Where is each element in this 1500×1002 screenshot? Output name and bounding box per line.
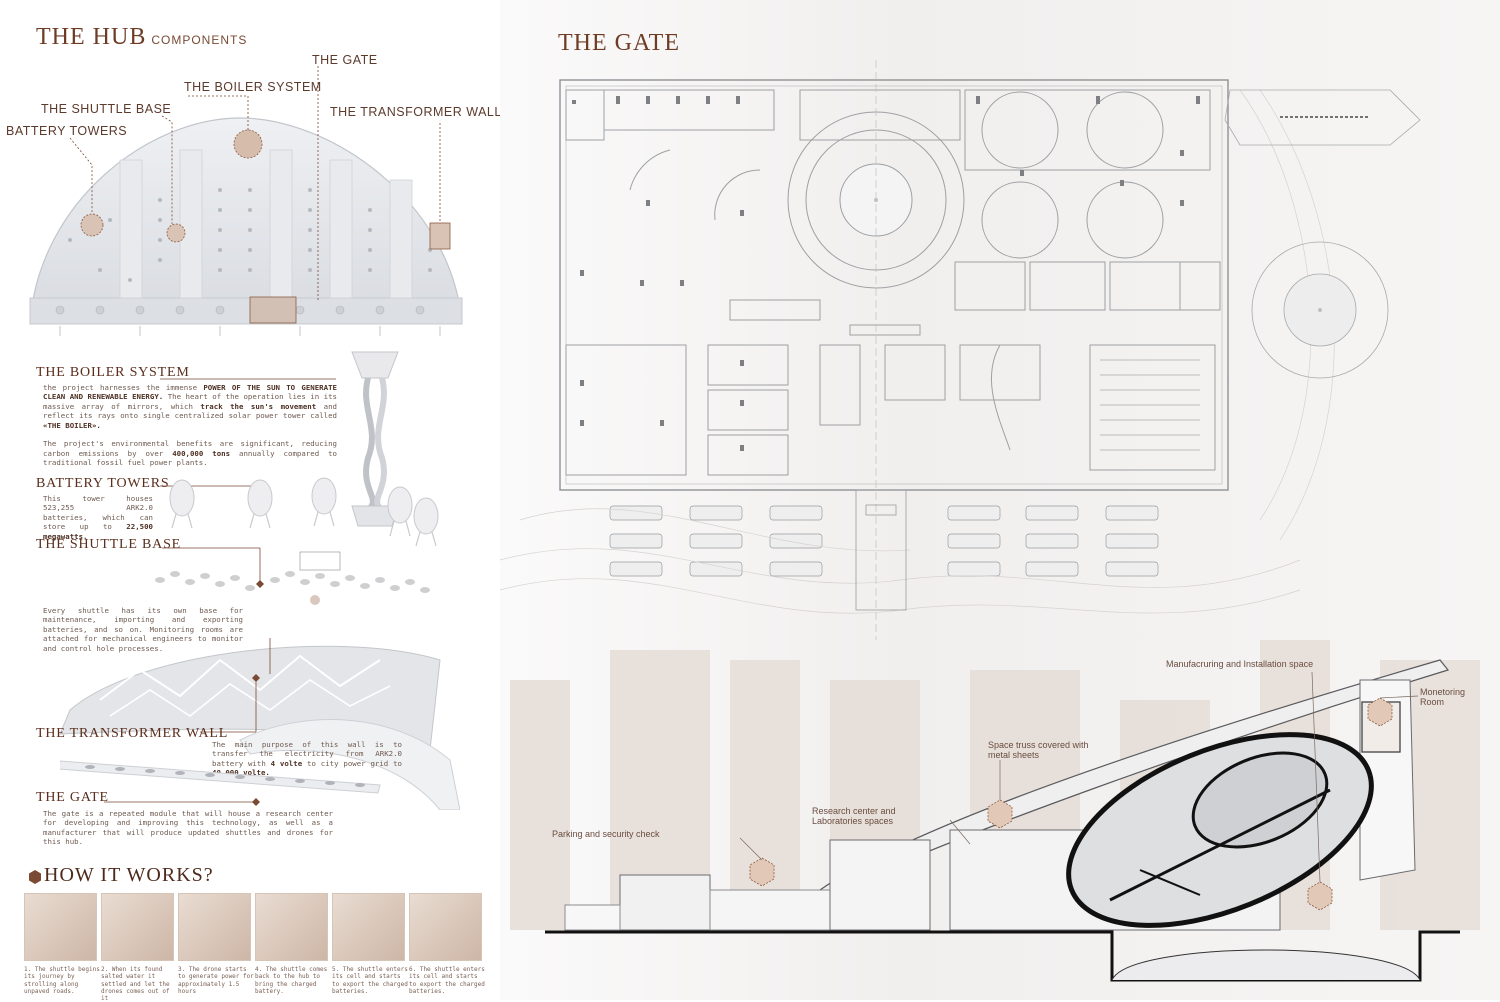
hub-dome-illustration <box>29 66 463 336</box>
shuttle-paragraph: Every shuttle has its own base for maint… <box>43 606 243 653</box>
boiler-p2c: annually compared to traditional fossil … <box>43 448 337 468</box>
label-transformer-wall: THE TRANSFORMER WALL <box>330 105 502 119</box>
boiler-p2b: 400,000 tons <box>172 448 231 458</box>
transformer-text-b: 4 volte <box>270 758 303 768</box>
boiler-p1d: track the sun's movement <box>200 401 317 411</box>
step-caption-6: 6. The shuttle enters its cell and start… <box>409 966 485 995</box>
step-caption-2: 2. When its found salted water it settle… <box>101 966 170 1002</box>
step-thumb-4 <box>255 893 328 961</box>
battery-text-a: This tower houses 523,255 ARK2.0 batteri… <box>43 494 153 532</box>
step-caption-3: 3. The drone starts to generate power fo… <box>178 966 254 995</box>
callout-truss: Space truss covered with metal sheets <box>988 740 1089 760</box>
hub-panel: THE HUB COMPONENTS <box>0 0 502 1002</box>
step-thumb-3 <box>178 893 251 961</box>
hexagon-bullet-icon <box>29 870 41 884</box>
label-shuttle-base: THE SHUTTLE BASE <box>41 102 172 116</box>
label-battery-towers: BATTERY TOWERS <box>6 124 128 138</box>
battery-paragraph: This tower houses 523,255 ARK2.0 batteri… <box>43 494 153 541</box>
callout-research: Research center and Laboratories spaces <box>812 806 896 826</box>
gate-panel: THE GATE <box>500 0 1500 1000</box>
shuttle-heading: THE SHUTTLE BASE <box>36 537 182 552</box>
boiler-p1a: the project harnesses the immense <box>43 383 204 392</box>
hub-subtitle: COMPONENTS <box>151 33 248 47</box>
gate-paragraph: The gate is a repeated module that will … <box>43 809 333 847</box>
label-boiler-system: THE BOILER SYSTEM <box>184 80 322 94</box>
transformer-text-d: 40,000 volte. <box>212 768 270 778</box>
callout-parking: Parking and security check <box>552 829 660 839</box>
step-caption-5: 5. The shuttle enters its cell and start… <box>332 966 408 995</box>
battery-towers-illustration <box>160 477 439 547</box>
shuttle-base-illustration <box>155 547 430 605</box>
boiler-heading: THE BOILER SYSTEM <box>36 365 190 380</box>
boiler-p1c: The heart of the operation lies in its m… <box>43 392 337 411</box>
boiler-tower-illustration <box>351 351 399 527</box>
gate-floor-plan <box>500 60 1421 640</box>
gate-panel-title: THE GATE <box>558 30 680 56</box>
callout-manufacturing: Manufacruring and Installation space <box>1166 659 1314 669</box>
hub-title-text: THE HUB <box>36 24 147 50</box>
transformer-paragraph: The main purpose of this wall is to tran… <box>212 740 402 778</box>
hub-title: THE HUB COMPONENTS <box>36 24 247 51</box>
transformer-wall-illustration <box>59 638 460 810</box>
boiler-p1f: «THE BOILER». <box>43 420 101 430</box>
how-it-works-title: HOW IT WORKS? <box>44 864 214 886</box>
gate-heading: THE GATE <box>36 790 109 805</box>
boiler-heading-rule <box>160 378 336 380</box>
transformer-text-c: to city power grid to <box>302 758 402 768</box>
label-the-gate: THE GATE <box>312 53 378 67</box>
transformer-text-a: The main purpose of this wall is to tran… <box>212 740 402 768</box>
transformer-heading: THE TRANSFORMER WALL <box>36 726 229 741</box>
battery-text-b: 22,500 megawatts. <box>43 522 153 541</box>
step-thumb-6 <box>409 893 482 961</box>
gate-heading-rule <box>104 798 260 806</box>
step-thumb-2 <box>101 893 174 961</box>
transformer-modules-strip <box>60 760 381 794</box>
gate-section-drawing <box>510 640 1480 982</box>
boiler-p2a: The project's environmental benefits are… <box>43 439 337 458</box>
boiler-p1e: and reflect its rays onto single central… <box>43 401 337 421</box>
step-thumb-5 <box>332 893 405 961</box>
step-caption-1: 1. The shuttle begins its journey by str… <box>24 966 100 995</box>
battery-heading: BATTERY TOWERS <box>36 476 170 491</box>
boiler-p1b: POWER OF THE SUN TO GENERATE CLEAN AND R… <box>43 383 337 402</box>
step-caption-4: 4. The shuttle comes back to the hub to … <box>255 966 328 995</box>
boiler-paragraph: the project harnesses the immense POWER … <box>43 383 337 468</box>
callout-monitoring: Monetoring Room <box>1420 687 1466 707</box>
step-thumb-1 <box>24 893 97 961</box>
